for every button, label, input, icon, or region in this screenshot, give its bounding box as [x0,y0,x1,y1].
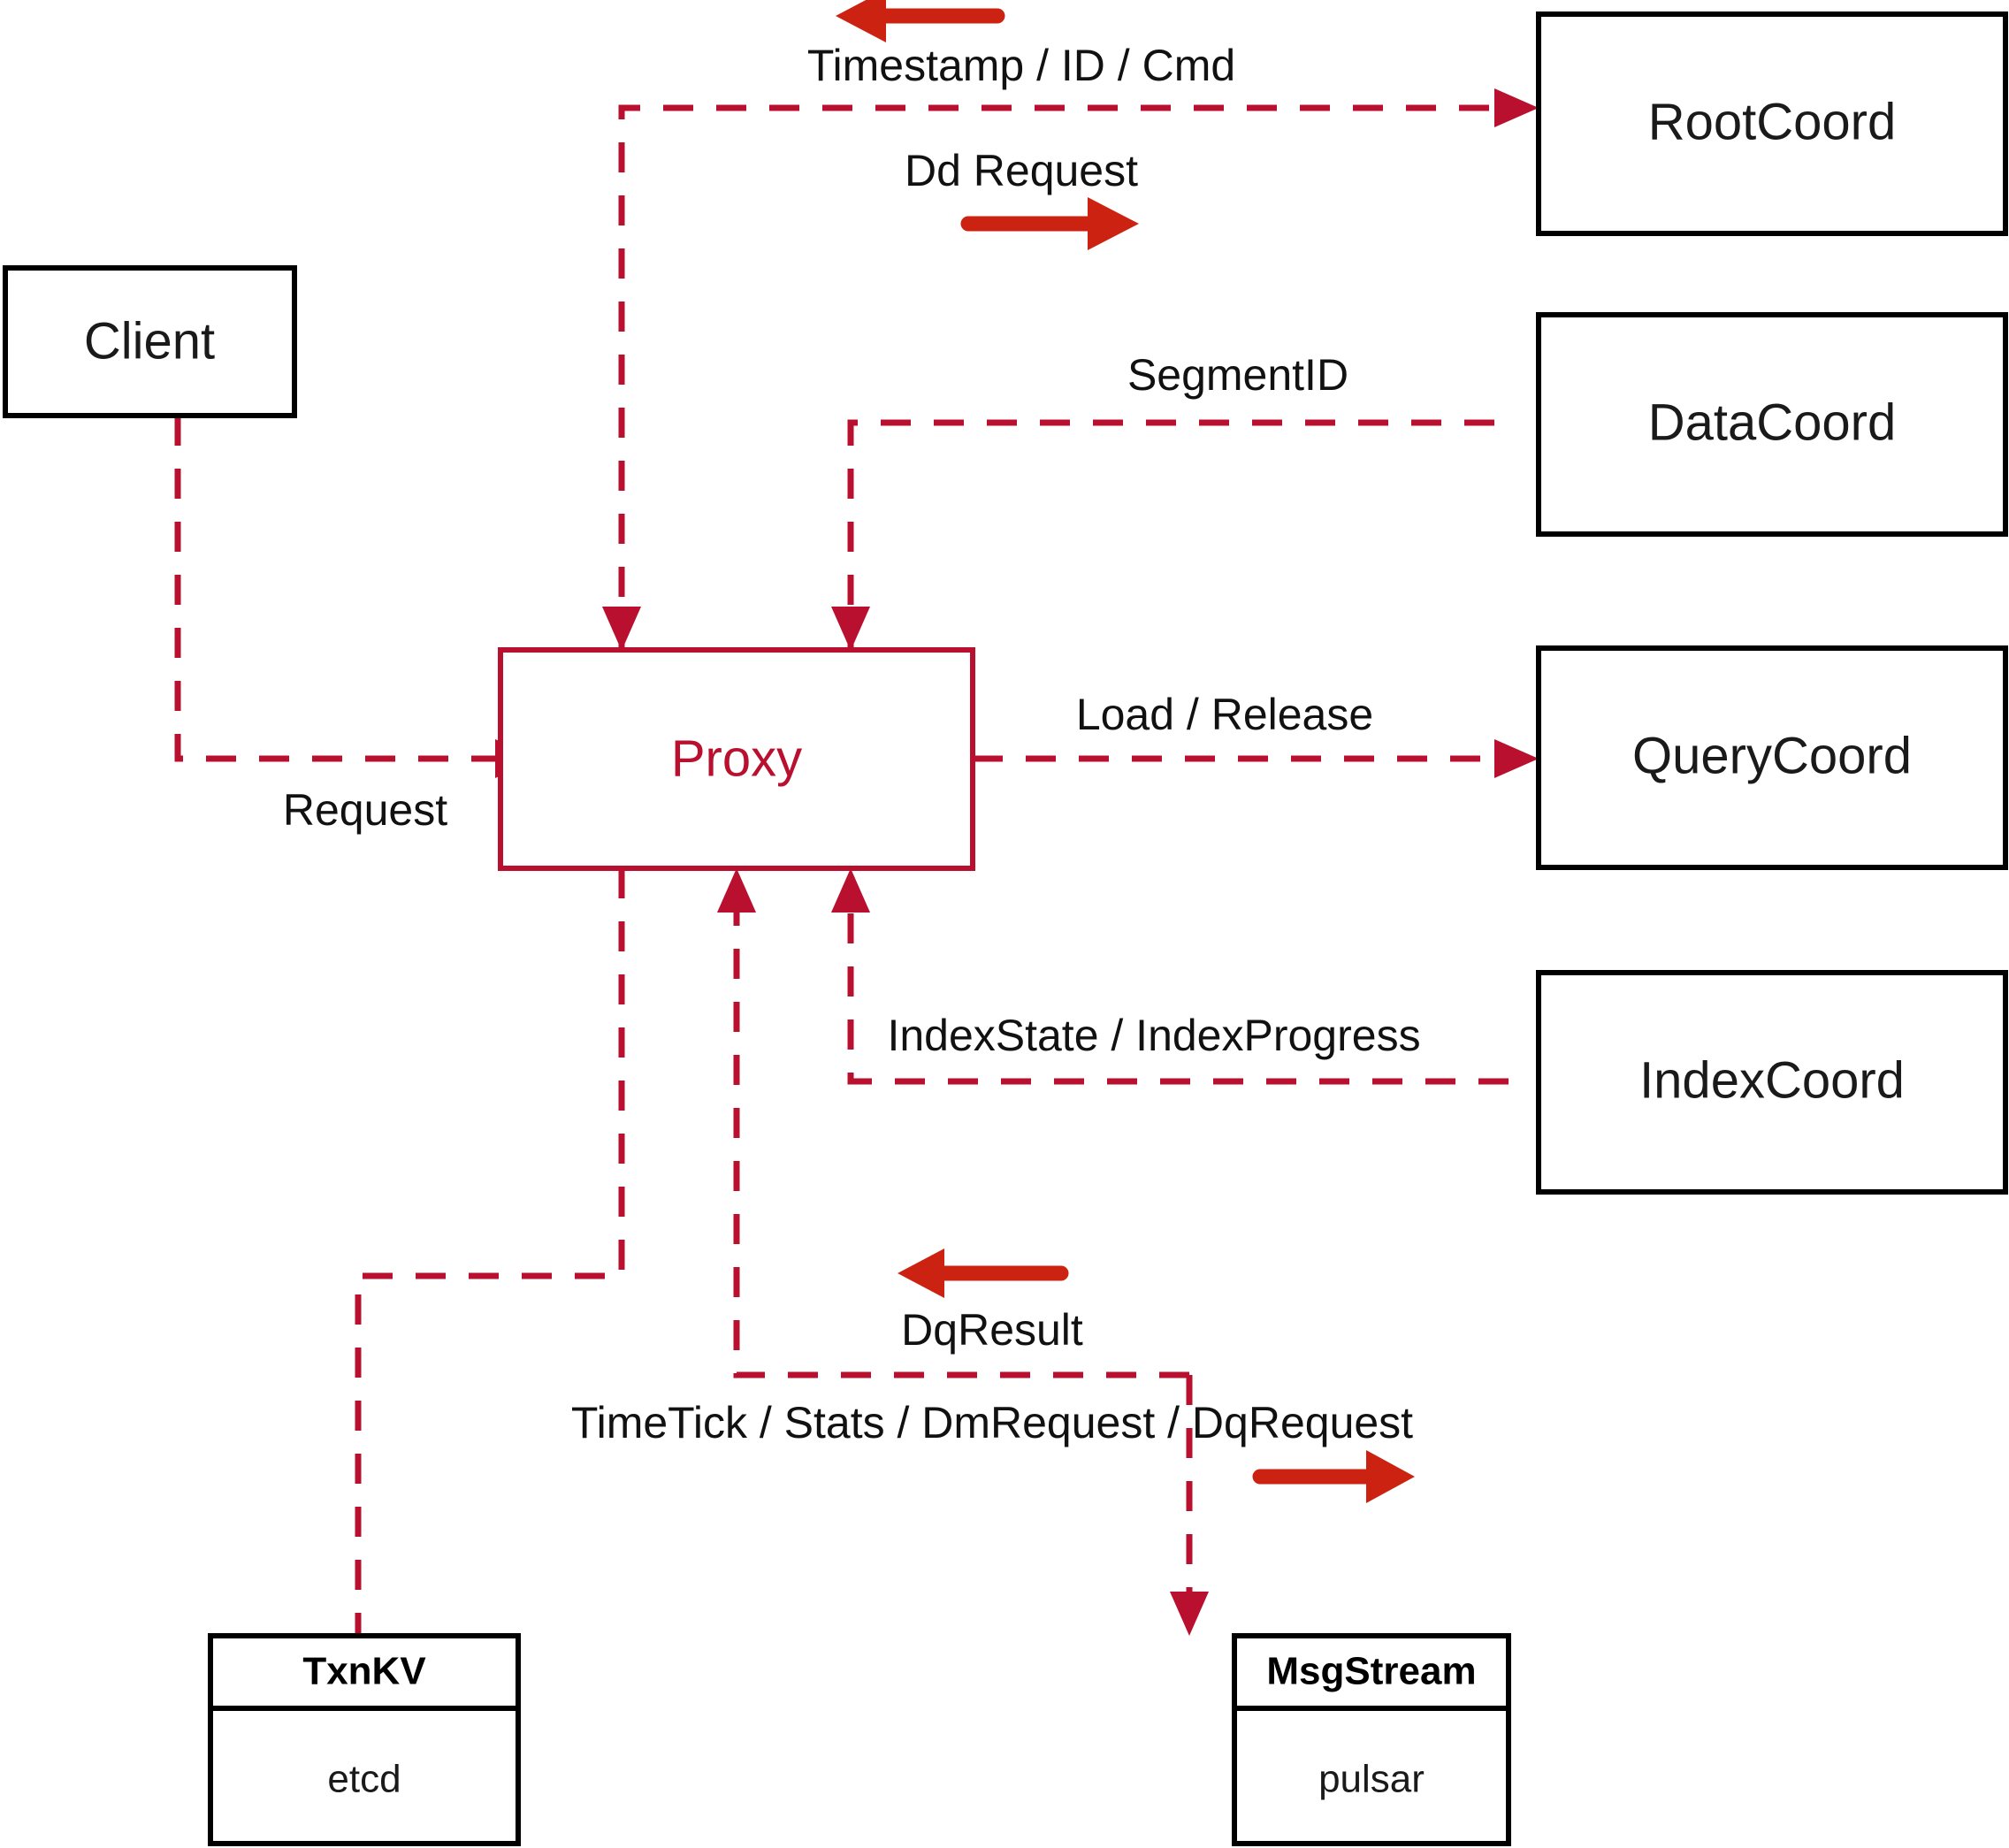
node-client-box [3,265,297,418]
node-txnkv-box [208,1633,521,1846]
node-msgstream-sublabel: pulsar [1318,1758,1425,1801]
edge-request-path [174,416,495,762]
edge-segment-id [831,419,1494,651]
edge-label-index-state: IndexState / IndexProgress [887,1011,1420,1060]
edge-timestamp-id-cmd [602,607,641,651]
edge-label-dd-request: Dd Request [905,146,1138,195]
node-proxy[interactable]: Proxy [498,647,975,871]
edge-index-state-path [847,911,1509,1085]
node-msgstream-box [1232,1633,1511,1846]
node-querycoord[interactable]: QueryCoord [1536,645,2008,870]
edge-timestamp-arrowhead [602,607,641,651]
edge-dd-request-arrowhead [1494,88,1539,127]
edge-label-segment-id: SegmentID [1127,350,1348,400]
direction-arrow-dq-result-icon [898,1249,1069,1298]
node-msgstream[interactable]: MsgStream pulsar [1232,1633,1511,1846]
direction-arrow-timetick-icon [1252,1450,1415,1503]
node-client[interactable]: Client [3,265,297,418]
node-txnkv-title: TxnKV [302,1650,426,1693]
node-client-label: Client [84,312,215,370]
node-datacoord-box [1536,312,2008,537]
node-indexcoord-box [1536,970,2008,1195]
node-proxy-label: Proxy [671,729,802,787]
edge-load-release-arrowhead [1494,739,1539,778]
node-msgstream-title: MsgStream [1266,1650,1476,1693]
node-datacoord[interactable]: DataCoord [1536,312,2008,537]
edge-index-state-arrowhead [831,868,870,913]
node-querycoord-box [1536,645,2008,870]
node-indexcoord[interactable]: IndexCoord [1536,970,2008,1195]
node-rootcoord-box [1536,11,2008,236]
edge-timetick-stats-arrowhead [1170,1592,1209,1636]
node-querycoord-label: QueryCoord [1632,727,1912,784]
node-rootcoord-label: RootCoord [1648,93,1896,150]
edge-load-release [973,739,1539,778]
edge-dd-request-path [618,104,1494,650]
edge-dq-result [717,868,1189,1378]
node-txnkv[interactable]: TxnKV etcd [208,1633,521,1846]
edge-index-state [831,868,1509,1085]
edge-proxy-txnkv-path [355,868,625,1636]
edge-dd-request [618,88,1539,650]
edge-dq-result-path [733,911,1189,1378]
edge-timetick-stats [1170,1375,1209,1636]
node-rootcoord[interactable]: RootCoord [1536,11,2008,236]
node-txnkv-sublabel: etcd [327,1758,401,1801]
edge-label-load-release: Load / Release [1076,690,1373,739]
edge-segment-id-arrowhead [831,607,870,651]
direction-arrow-dd-request-icon [960,197,1139,250]
node-datacoord-label: DataCoord [1648,393,1896,451]
direction-arrow-timestamp-icon [836,0,1005,42]
node-indexcoord-label: IndexCoord [1639,1051,1905,1109]
node-proxy-box [498,647,975,871]
edge-request [174,416,539,778]
edge-dq-result-arrowhead [717,868,756,913]
edge-label-timetick-stats: TimeTick / Stats / DmRequest / DqRequest [571,1398,1413,1447]
edge-proxy-txnkv [355,868,625,1636]
edge-label-dq-result: DqResult [901,1305,1083,1355]
edge-label-timestamp-id-cmd: Timestamp / ID / Cmd [807,41,1235,90]
edge-segment-id-path [847,419,1494,650]
edge-label-request: Request [283,785,447,835]
